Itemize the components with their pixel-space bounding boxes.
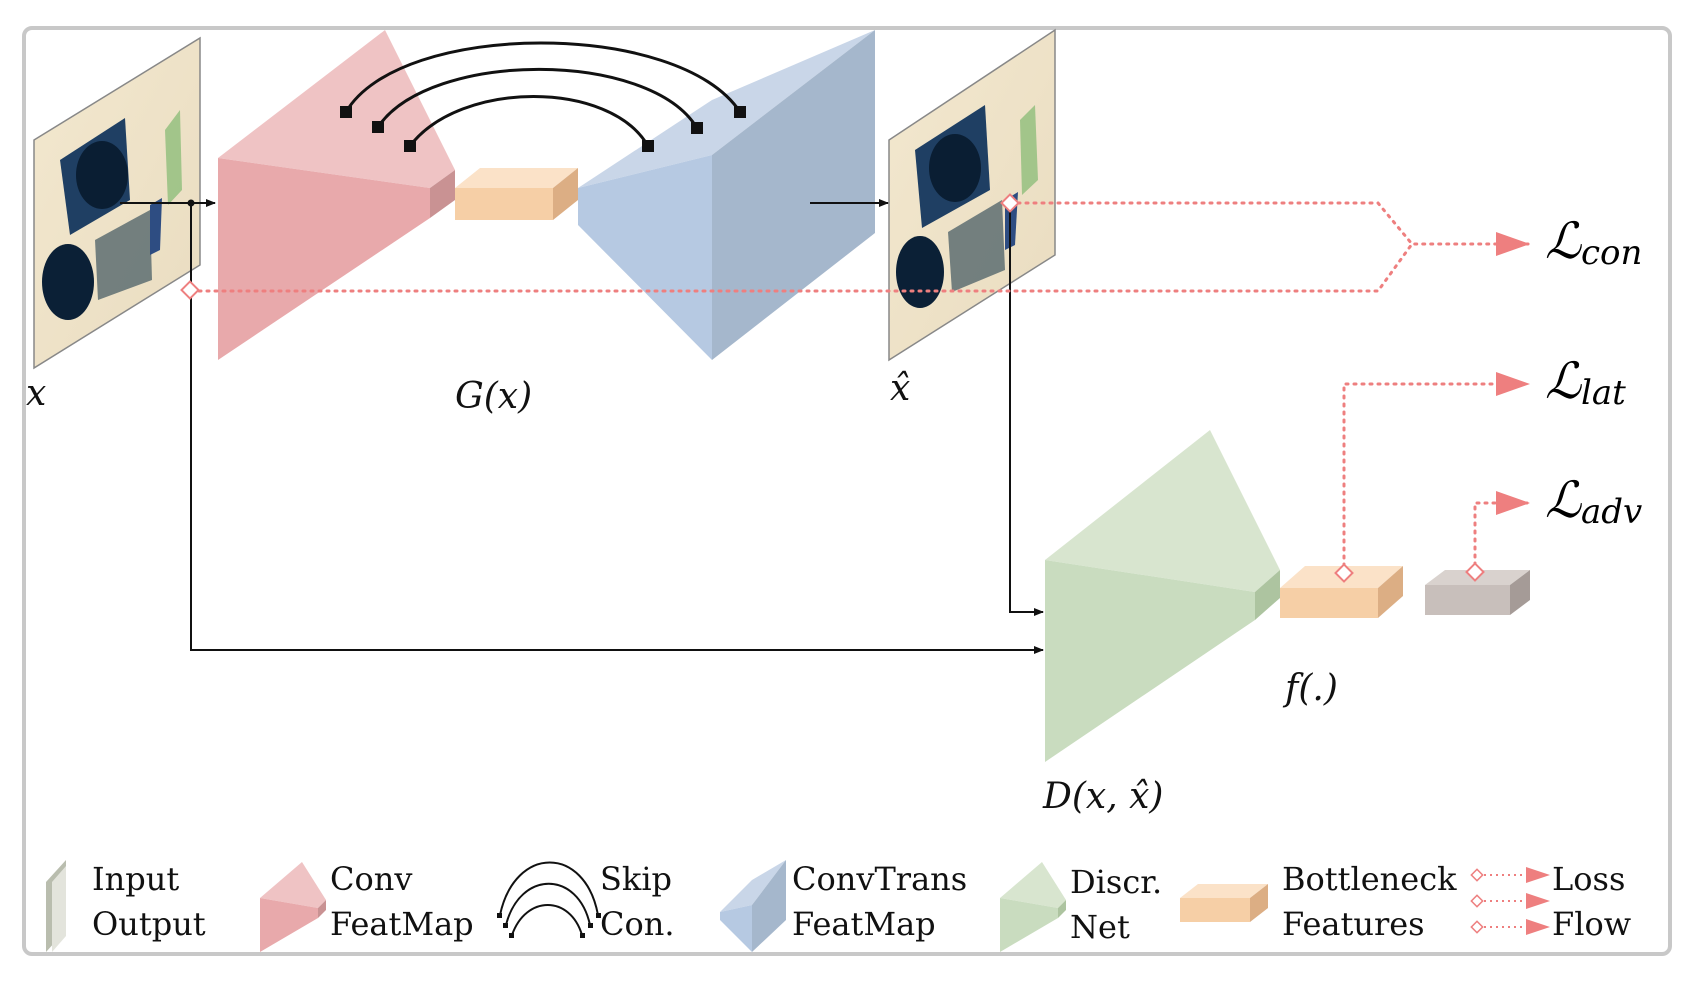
legend-convtrans-line2: FeatMap [792,905,936,943]
loss-taps [180,193,1485,583]
flow-junction [187,199,195,207]
loss-symbol: ℒ [1545,471,1582,529]
loss-flow-paths [189,201,1530,576]
legend-skip-line1: Skip [600,860,672,898]
label-input-x: x [26,373,46,414]
legend-io-line2: Output [92,905,206,943]
legend-conv-line1: Conv [330,860,412,898]
legend-skip-ends [497,913,601,938]
legend-io-line1: Input [92,860,179,898]
legend-conv-swatch [260,862,326,952]
legend-skip-line2: Con. [600,905,675,943]
legend-discr-swatch [1000,862,1066,952]
legend: Input Output Conv FeatMap Skip Con. [46,860,1631,952]
loss-adv-label: ℒadv [1545,471,1642,532]
discriminator-net [1045,430,1280,762]
legend-bottleneck-line2: Features [1282,905,1425,943]
legend-discr-line2: Net [1070,908,1130,946]
legend-bottleneck-line1: Bottleneck [1282,860,1457,898]
loss-subscript: con [1581,233,1642,273]
skip-connection-ends [340,106,746,152]
legend-lossflow-taps [1470,868,1484,934]
generator-bottleneck [455,168,578,220]
legend-lossflow-line2: Flow [1552,905,1631,943]
loss-symbol: ℒ [1545,212,1582,270]
generator-encoder [218,30,455,360]
legend-skip-swatch [499,861,599,936]
legend-io-swatch [46,860,66,952]
legend-lossflow-line1: Loss [1552,860,1625,898]
legend-convtrans-line1: ConvTrans [792,860,967,898]
outer-frame [22,26,1672,956]
label-reconstruction: x̂ [890,368,910,409]
legend-convtrans-swatch [720,860,786,952]
loss-subscript: lat [1581,373,1626,413]
label-features: f(.) [1282,668,1338,709]
legend-discr-line1: Discr. [1070,863,1162,901]
loss-con-label: ℒcon [1545,212,1642,273]
legend-bottleneck-swatch [1180,884,1268,922]
loss-lat-label: ℒlat [1545,352,1626,413]
reconstructed-image [888,28,1056,362]
label-generator: G(x) [455,376,532,417]
input-image [33,36,201,370]
label-discriminator: D(x, x̂) [1042,776,1163,817]
loss-subscript: adv [1581,492,1642,532]
legend-conv-line2: FeatMap [330,905,474,943]
data-flow-arrows [120,199,1044,654]
skip-connections [344,41,742,147]
loss-symbol: ℒ [1545,352,1582,410]
